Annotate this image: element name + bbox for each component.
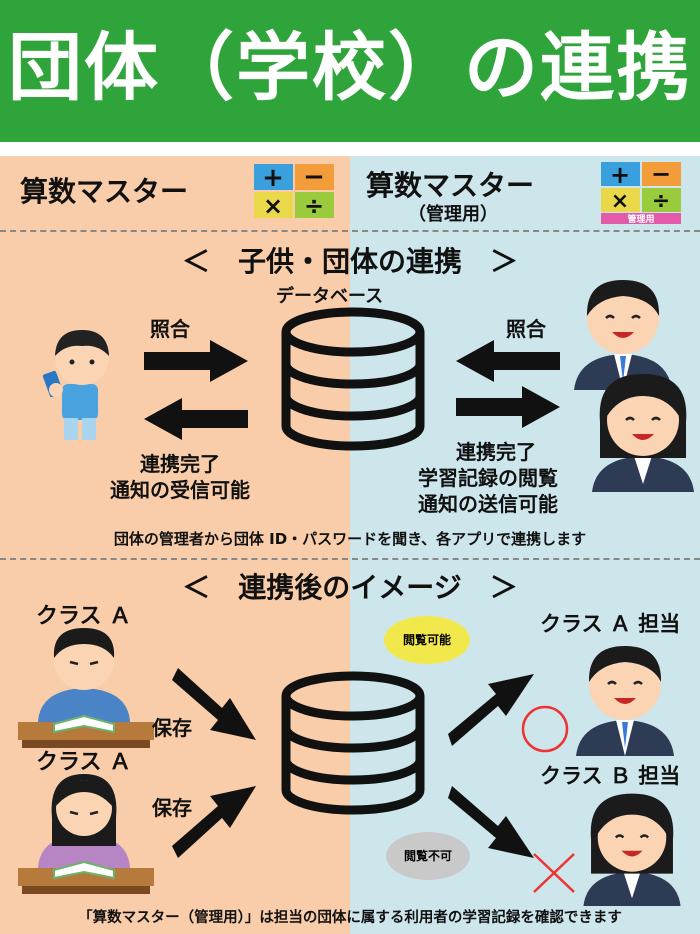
- svg-text:−: −: [303, 164, 325, 192]
- app-name-right: 算数マスター: [366, 169, 535, 202]
- admin-badge: 管理用: [627, 215, 655, 225]
- left-bottom-label-1: 連携完了: [140, 452, 220, 476]
- class-a-label-2: クラス Ａ: [36, 750, 132, 775]
- arrow-right-icon: [144, 340, 248, 386]
- section2-title: ＜ 連携後のイメージ ＞: [182, 571, 518, 604]
- left-arrow-top-label: 照合: [150, 317, 190, 341]
- arrow-left-icon: [456, 340, 560, 386]
- page-title: 団体（学校）の連携: [8, 25, 692, 111]
- right-bottom-label-3: 通知の送信可能: [418, 492, 558, 516]
- header-banner: [0, 0, 700, 142]
- svg-text:×: ×: [611, 189, 629, 214]
- cross-ng-icon: [530, 850, 578, 900]
- svg-text:×: ×: [263, 192, 283, 218]
- app-name-left: 算数マスター: [20, 175, 189, 208]
- student-girl-studying-icon: [18, 770, 154, 898]
- save-label-1: 保存: [152, 716, 192, 740]
- svg-text:+: +: [610, 162, 630, 189]
- arrow-left-icon: [144, 398, 248, 444]
- teacher-b-label: クラス Ｂ 担当: [540, 764, 681, 788]
- divider-1: [0, 230, 700, 232]
- svg-text:+: +: [262, 164, 284, 193]
- db-label: データベース: [276, 286, 384, 307]
- save-label-2: 保存: [152, 796, 192, 820]
- section1-title: ＜ 子供・団体の連携 ＞: [181, 245, 518, 278]
- arrow-up-right-icon: [170, 782, 260, 866]
- footer-note: 「算数マスター（管理用）」は担当の団体に属する利用者の学習記録を確認できます: [78, 910, 622, 926]
- right-bottom-label-1: 連携完了: [456, 440, 536, 464]
- right-arrow-top-label: 照合: [506, 317, 546, 341]
- not-viewable-badge: 閲覧不可: [386, 832, 470, 880]
- database-icon: [278, 668, 428, 822]
- student-boy-studying-icon: [18, 624, 154, 752]
- teacher-man-icon: [570, 636, 680, 760]
- arrow-down-right-icon: [170, 664, 260, 748]
- svg-text:−: −: [651, 162, 671, 188]
- child-with-phone-icon: [38, 318, 118, 452]
- teacher-a-label: クラス Ａ 担当: [540, 612, 681, 636]
- arrow-right-icon: [456, 386, 560, 432]
- svg-text:÷: ÷: [304, 192, 324, 218]
- arrow-down-right-icon: [448, 782, 538, 866]
- class-a-label-1: クラス Ａ: [36, 604, 132, 629]
- app-name-right-sub: （管理用）: [408, 204, 498, 225]
- right-bottom-label-2: 学習記録の閲覧: [418, 466, 558, 490]
- math-icon: + − × ÷: [254, 162, 334, 222]
- left-bottom-label-2: 通知の受信可能: [110, 478, 250, 502]
- arrow-up-right-icon: [448, 670, 538, 754]
- viewable-badge: 閲覧可能: [384, 616, 470, 664]
- teacher-woman-icon: [576, 786, 688, 910]
- svg-text:÷: ÷: [652, 189, 670, 214]
- teacher-woman-icon: [586, 366, 700, 496]
- database-icon: [278, 304, 428, 458]
- section1-note: 団体の管理者から団体 ID・パスワードを聞き、各アプリで連携します: [113, 530, 587, 548]
- circle-ok-icon: [518, 702, 572, 760]
- math-admin-icon: + − × ÷: [601, 160, 681, 228]
- divider-2: [0, 558, 700, 560]
